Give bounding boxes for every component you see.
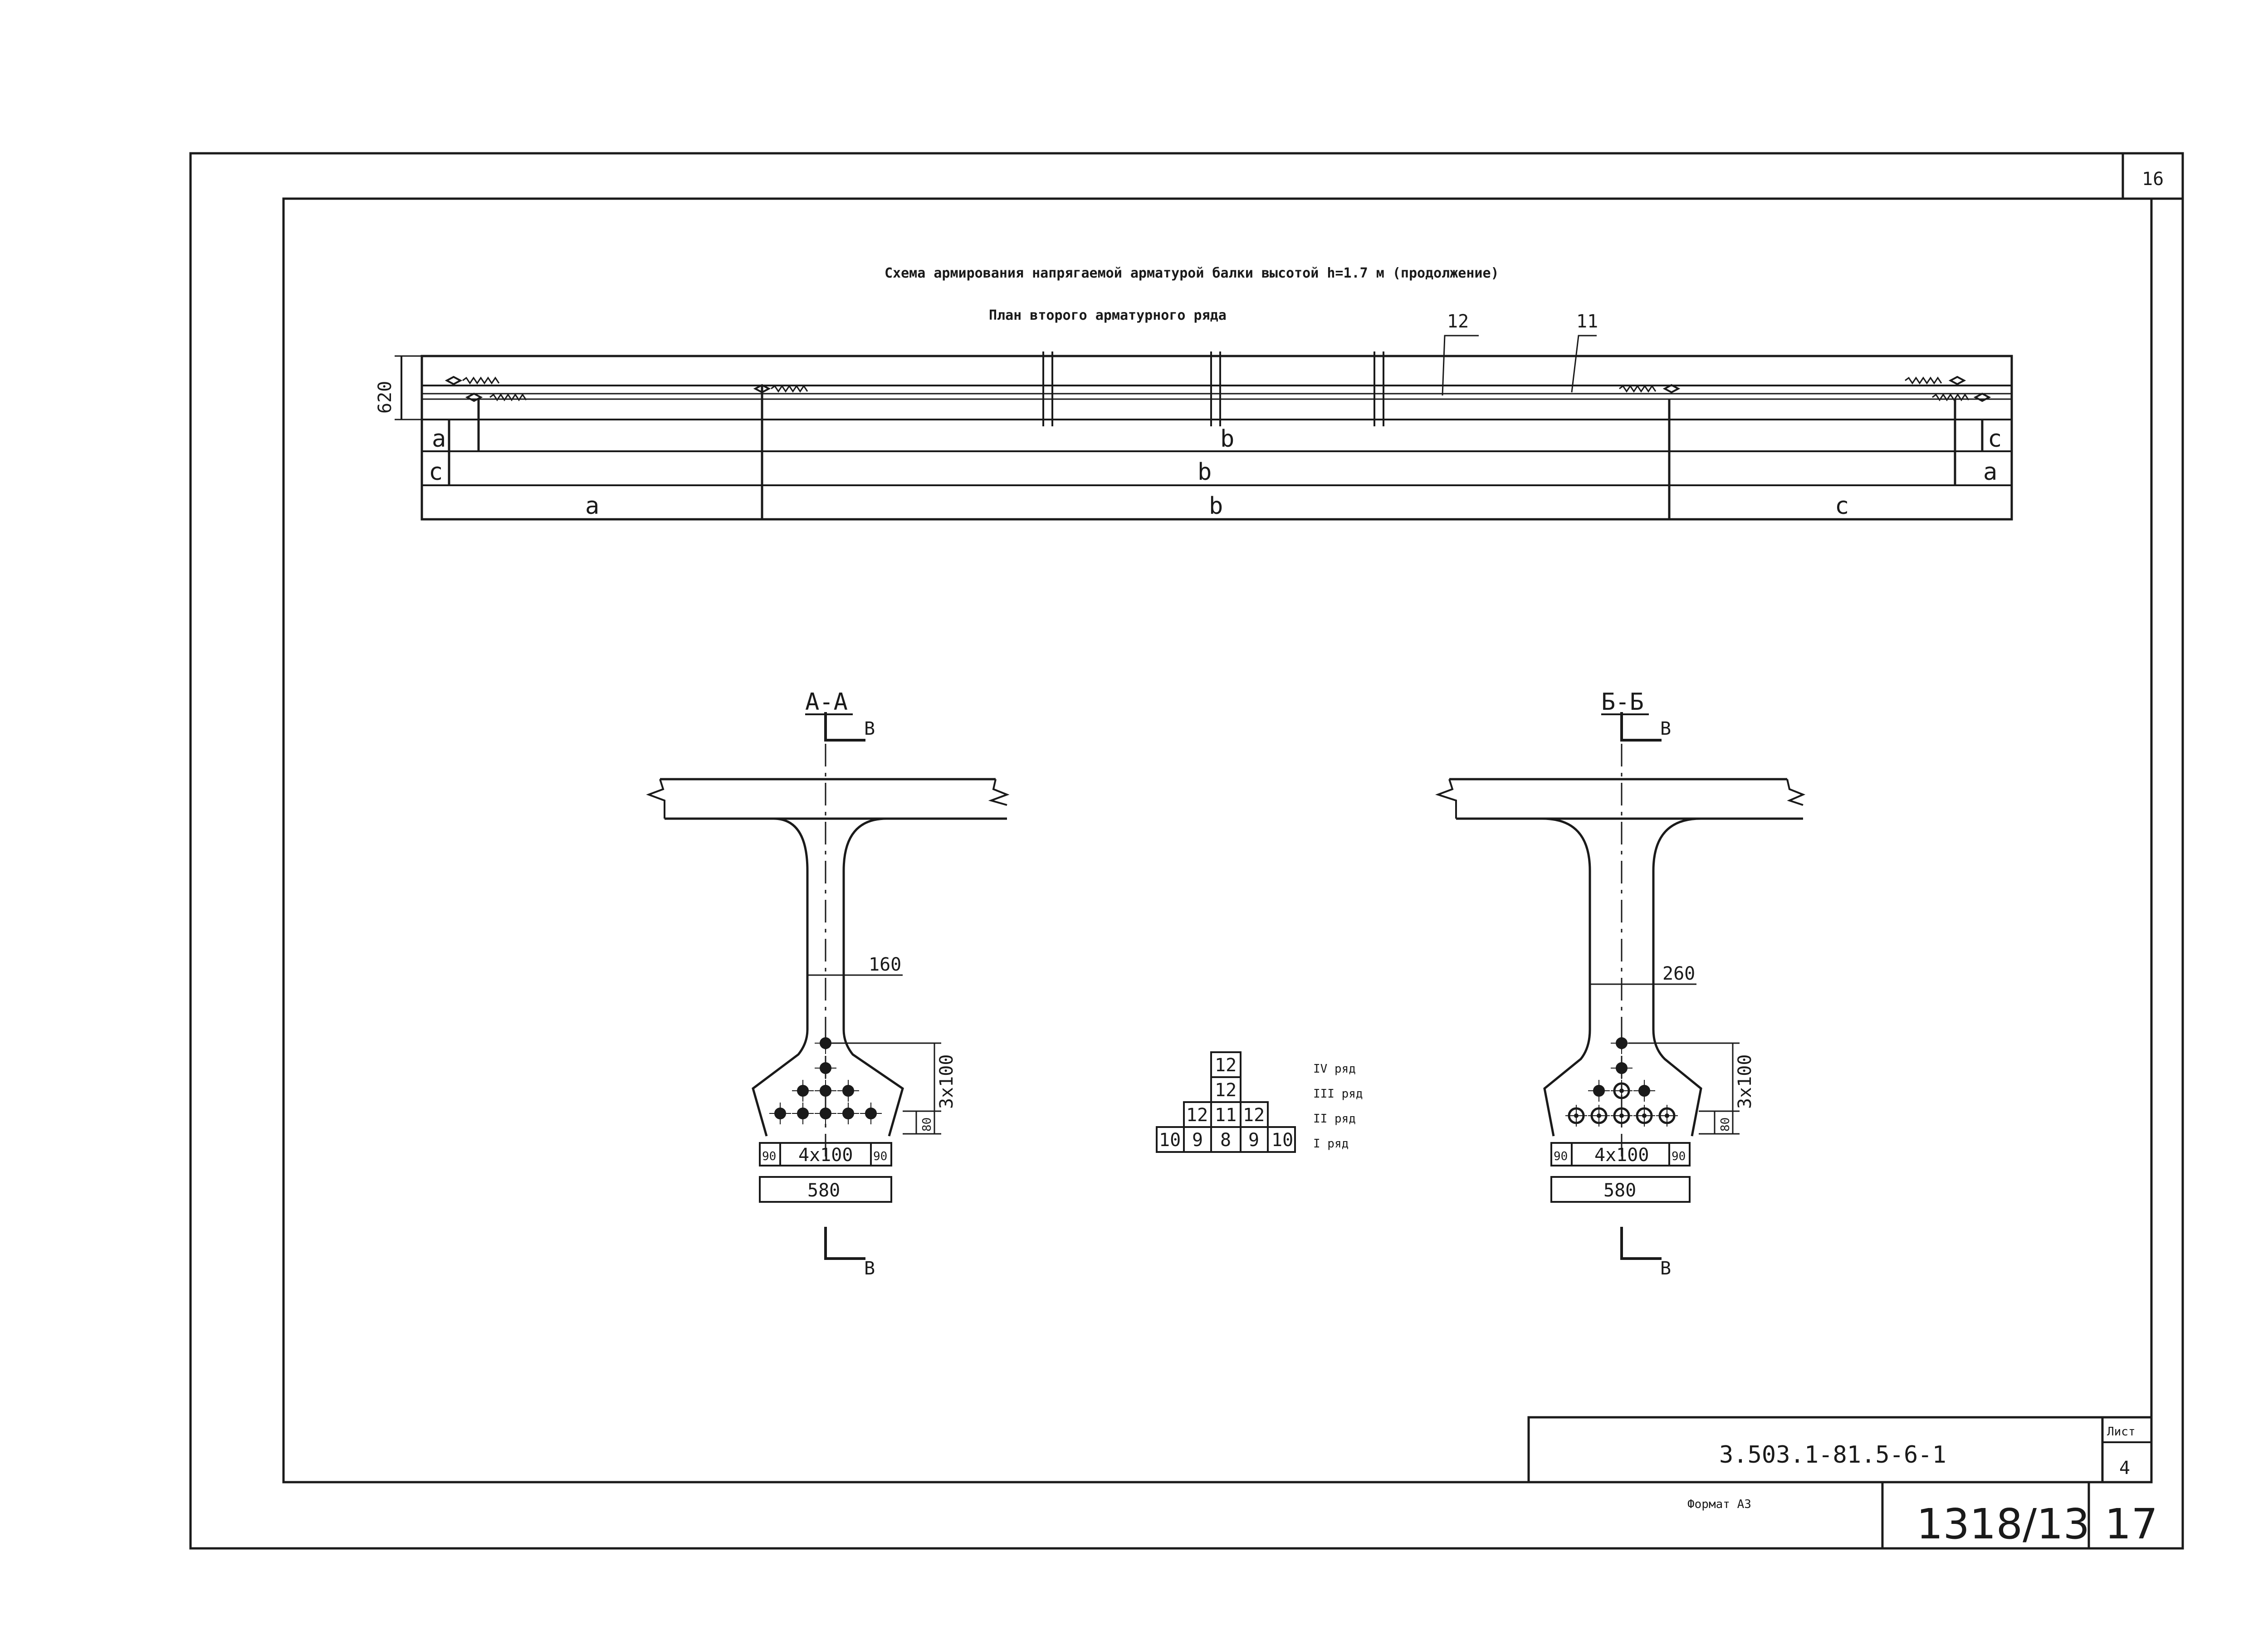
- plan-row2-left: c: [429, 459, 443, 486]
- section-b-cut-top: В: [1660, 718, 1671, 739]
- section-a-label: А-А: [805, 688, 848, 716]
- plan-view: [395, 335, 2013, 521]
- plan-row3-mid: b: [1209, 493, 1223, 520]
- rows-cell: 11: [1215, 1105, 1237, 1126]
- corner-number: 16: [2142, 169, 2164, 190]
- plan-row2-right: a: [1983, 459, 1997, 486]
- section-a-vert-small: 80: [920, 1118, 934, 1132]
- section-b-label: Б-Б: [1601, 688, 1644, 716]
- plan-callout-11: 11: [1576, 311, 1598, 332]
- section-a-bot-left: 90: [762, 1150, 776, 1163]
- rows-cell: 10: [1159, 1130, 1181, 1151]
- rows-table: 12 12 12 11 12 10 9 8 9 10 IV ряд III ря…: [1159, 1055, 1363, 1151]
- section-b-vert-small: 80: [1719, 1118, 1732, 1132]
- section-b-cut-bottom: В: [1660, 1258, 1671, 1279]
- archive-number: 1318/13: [1916, 1500, 2090, 1548]
- rows-cell: 8: [1220, 1130, 1231, 1151]
- anchor-springs: [462, 376, 1970, 401]
- plan-height-dim: 620: [375, 381, 396, 414]
- rows-cell: 9: [1192, 1130, 1203, 1151]
- reinforcement-bars-a: [769, 1032, 882, 1124]
- plan-row3-left: a: [585, 493, 599, 520]
- tendon-anchors: [445, 376, 1991, 402]
- format-label: Формат А3: [1687, 1498, 1751, 1511]
- plan-row1-left: a: [432, 425, 446, 453]
- plan-row3-right: c: [1835, 493, 1849, 520]
- rows-cell: 12: [1215, 1055, 1237, 1076]
- sheet-title: Схема армирования напрягаемой арматурой …: [885, 265, 1499, 281]
- doc-code: 3.503.1-81.5-6-1: [1719, 1441, 1946, 1469]
- section-a-bot-right: 90: [873, 1150, 887, 1163]
- section-a-cut-bottom: В: [864, 1258, 875, 1279]
- plan-row1-right: c: [1988, 425, 2002, 453]
- outer-frame: [189, 152, 2184, 1550]
- section-a-vert-dim: 3x100: [936, 1054, 957, 1109]
- section-a-cut-top: В: [864, 718, 875, 739]
- title-block: [1527, 1416, 2151, 1548]
- rows-cell: 10: [1271, 1130, 1293, 1151]
- rows-label-4: IV ряд: [1313, 1062, 1356, 1076]
- rows-label-2: II ряд: [1313, 1112, 1356, 1126]
- section-b-bot-left: 90: [1554, 1150, 1568, 1163]
- section-b-bot-mid: 4x100: [1594, 1145, 1649, 1166]
- section-b-web-dim: 260: [1662, 963, 1695, 984]
- rows-label-3: III ряд: [1313, 1087, 1363, 1101]
- inner-frame: [282, 197, 2153, 1484]
- section-a-bot-mid: 4x100: [798, 1145, 853, 1166]
- plan-row2-mid: b: [1198, 459, 1212, 486]
- section-a-drawing: [646, 712, 1010, 1260]
- rows-cell: 12: [1186, 1105, 1208, 1126]
- page-number: 17: [2105, 1500, 2158, 1548]
- section-a-bot-total: 580: [807, 1180, 840, 1201]
- rows-cell: 9: [1248, 1130, 1259, 1151]
- reinforcement-bars-b: [1565, 1032, 1678, 1127]
- section-b-vert-dim: 3x100: [1735, 1054, 1755, 1109]
- section-a-web-dim: 160: [869, 954, 901, 975]
- section-b-bot-right: 90: [1672, 1150, 1686, 1163]
- plan-row1-mid: b: [1220, 425, 1234, 453]
- break-marks: [1042, 351, 1384, 426]
- sheet-label: Лист: [2107, 1425, 2136, 1439]
- rows-cell: 12: [1243, 1105, 1265, 1126]
- plan-subtitle: План второго арматурного ряда: [989, 307, 1227, 323]
- plan-callout-12: 12: [1447, 311, 1469, 332]
- sheet-number: 4: [2119, 1458, 2130, 1479]
- rows-table-grid: [1156, 1051, 1296, 1153]
- section-b-bot-total: 580: [1603, 1180, 1636, 1201]
- corner-box: [2121, 152, 2184, 200]
- rows-cell: 12: [1215, 1080, 1237, 1101]
- rows-label-1: I ряд: [1313, 1137, 1349, 1151]
- section-b-drawing: [1435, 712, 1806, 1260]
